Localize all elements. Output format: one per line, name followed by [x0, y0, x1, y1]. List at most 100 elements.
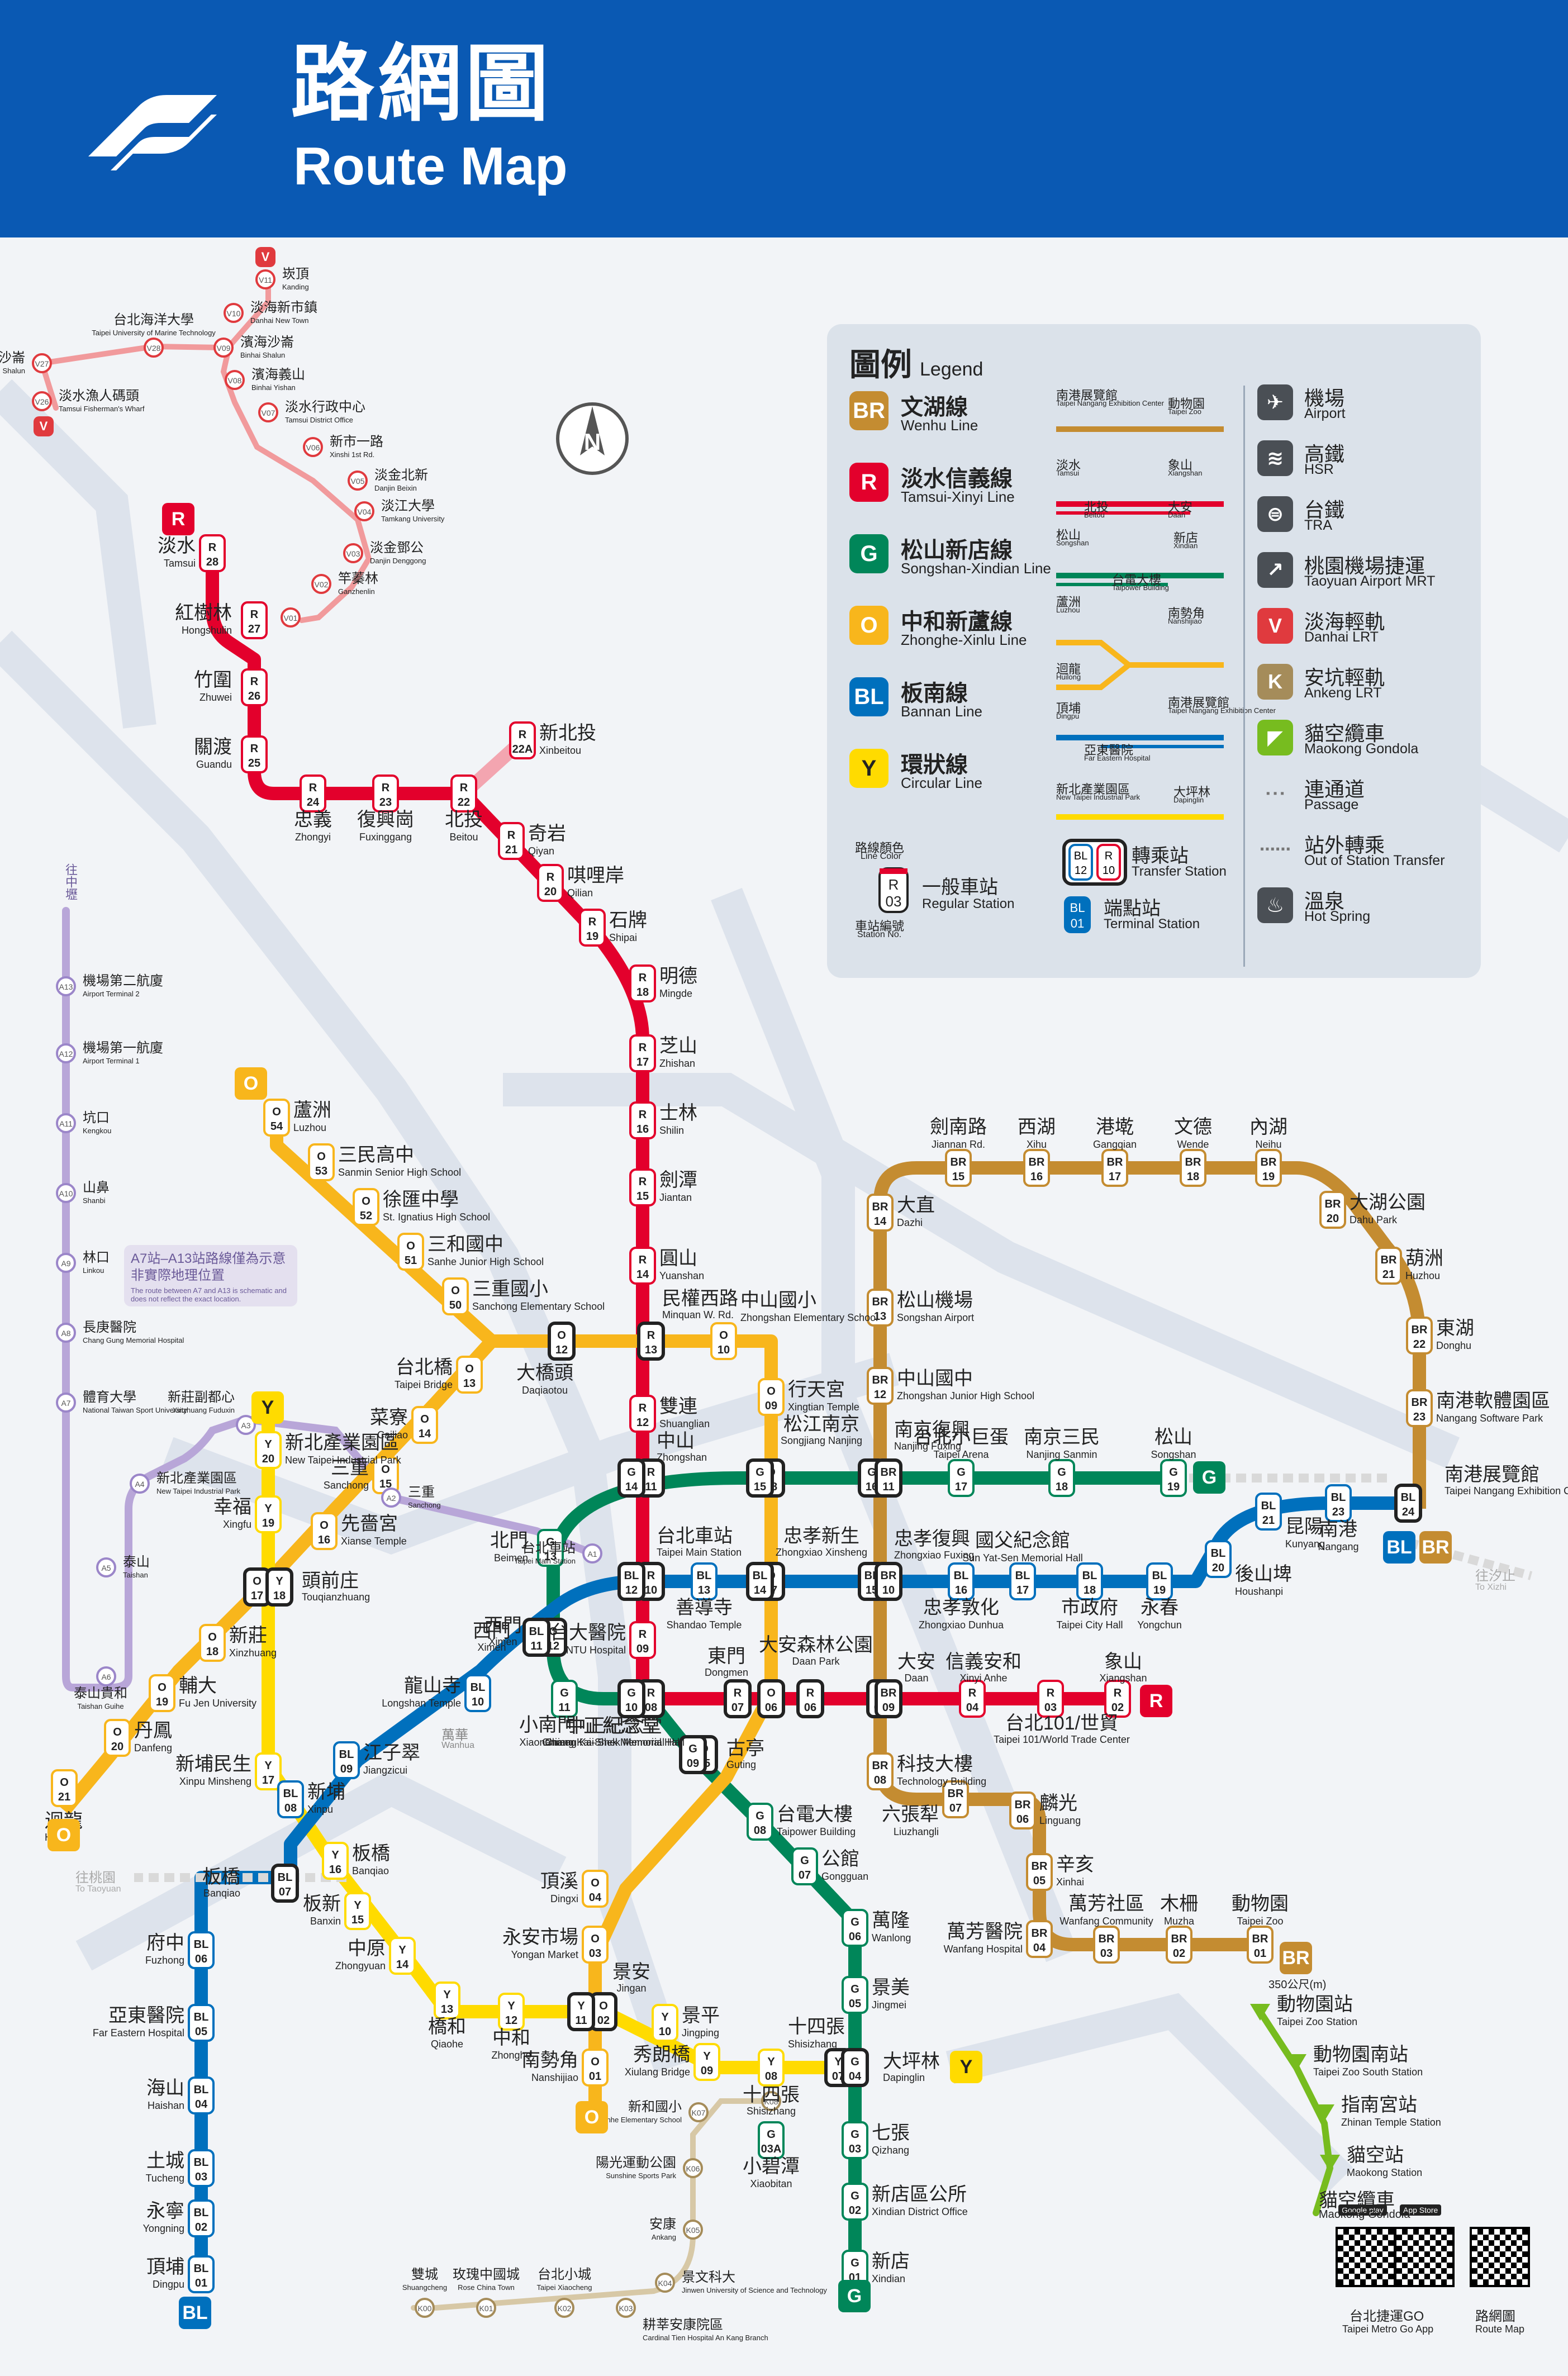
station-o19[interactable]: O19: [149, 1674, 175, 1712]
station-v05[interactable]: V05: [348, 471, 368, 491]
store-qr-code[interactable]: [1394, 2227, 1455, 2287]
station-a4[interactable]: A4: [130, 1474, 150, 1494]
station-r24[interactable]: R24: [300, 774, 326, 812]
station-k07[interactable]: K07: [688, 2102, 709, 2122]
station-a11[interactable]: A11: [56, 1113, 76, 1133]
station-r25[interactable]: R25: [241, 735, 268, 773]
station-r27[interactable]: R27: [241, 601, 268, 639]
station-y16[interactable]: Y16: [322, 1842, 349, 1880]
station-a8[interactable]: A8: [56, 1323, 76, 1343]
station-o21[interactable]: O21: [51, 1769, 78, 1807]
station-mk3[interactable]: [1314, 2104, 1334, 2121]
station-g17[interactable]: G17: [948, 1459, 975, 1497]
station-r16[interactable]: R16: [629, 1101, 656, 1139]
station-o15[interactable]: O15: [372, 1456, 399, 1494]
station-r09[interactable]: R09: [629, 1621, 656, 1659]
station-o06[interactable]: O06: [757, 1679, 785, 1718]
station-y08[interactable]: Y08: [758, 2049, 785, 2087]
station-a5[interactable]: A5: [96, 1557, 116, 1577]
station-k03[interactable]: K03: [616, 2298, 636, 2318]
station-r12[interactable]: R12: [629, 1395, 656, 1433]
station-y18[interactable]: Y18: [265, 1567, 293, 1607]
station-k04[interactable]: K04: [655, 2273, 675, 2293]
station-mk4[interactable]: [1320, 2155, 1340, 2171]
station-g15[interactable]: G15: [746, 1458, 774, 1498]
station-a9[interactable]: A9: [56, 1253, 76, 1273]
station-k05[interactable]: K05: [683, 2220, 703, 2240]
station-r06[interactable]: R06: [796, 1679, 824, 1718]
station-g09[interactable]: G09: [679, 1735, 707, 1774]
station-o52[interactable]: O52: [353, 1188, 379, 1226]
station-r21[interactable]: R21: [498, 822, 525, 860]
station-y20[interactable]: Y20: [255, 1431, 282, 1469]
station-g02[interactable]: G02: [842, 2183, 868, 2221]
station-g05[interactable]: G05: [842, 1976, 868, 2014]
station-r15[interactable]: R15: [629, 1168, 656, 1206]
station-o54[interactable]: O54: [263, 1099, 290, 1137]
station-r22[interactable]: R22: [450, 774, 477, 812]
station-a1[interactable]: A1: [582, 1543, 602, 1564]
station-v04[interactable]: V04: [354, 501, 374, 521]
station-v26[interactable]: V26: [32, 391, 52, 411]
station-v01[interactable]: V01: [281, 607, 301, 628]
station-r07[interactable]: R07: [724, 1679, 752, 1718]
station-y19[interactable]: Y19: [255, 1495, 282, 1533]
station-r19[interactable]: R19: [579, 909, 606, 947]
station-g13[interactable]: G13: [537, 1529, 564, 1567]
station-r26[interactable]: R26: [241, 668, 268, 706]
station-o04[interactable]: O04: [582, 1870, 609, 1908]
station-v08[interactable]: V08: [225, 370, 245, 390]
station-y10[interactable]: Y10: [652, 2004, 678, 2042]
station-g14[interactable]: G14: [617, 1458, 645, 1498]
station-k06[interactable]: K06: [683, 2158, 703, 2178]
route-map-qr-code[interactable]: [1470, 2227, 1530, 2287]
station-g08[interactable]: G08: [747, 1803, 773, 1841]
station-y11[interactable]: Y11: [567, 1992, 595, 2031]
station-o10[interactable]: O10: [710, 1322, 737, 1360]
station-v11[interactable]: V11: [255, 269, 275, 289]
google-play-badge[interactable]: Google play: [1338, 2204, 1387, 2216]
station-o03[interactable]: O03: [582, 1926, 609, 1964]
station-v27[interactable]: V27: [32, 353, 52, 373]
station-k08[interactable]: K08: [761, 2091, 781, 2111]
station-r13[interactable]: R13: [637, 1322, 665, 1361]
station-a10[interactable]: A10: [56, 1183, 76, 1203]
station-v02[interactable]: V02: [311, 574, 331, 594]
station-v03[interactable]: V03: [343, 543, 363, 563]
station-o14[interactable]: O14: [411, 1406, 438, 1444]
station-o16[interactable]: O16: [311, 1512, 338, 1550]
station-y12[interactable]: Y12: [498, 1993, 525, 2031]
station-a6[interactable]: A6: [96, 1666, 116, 1686]
